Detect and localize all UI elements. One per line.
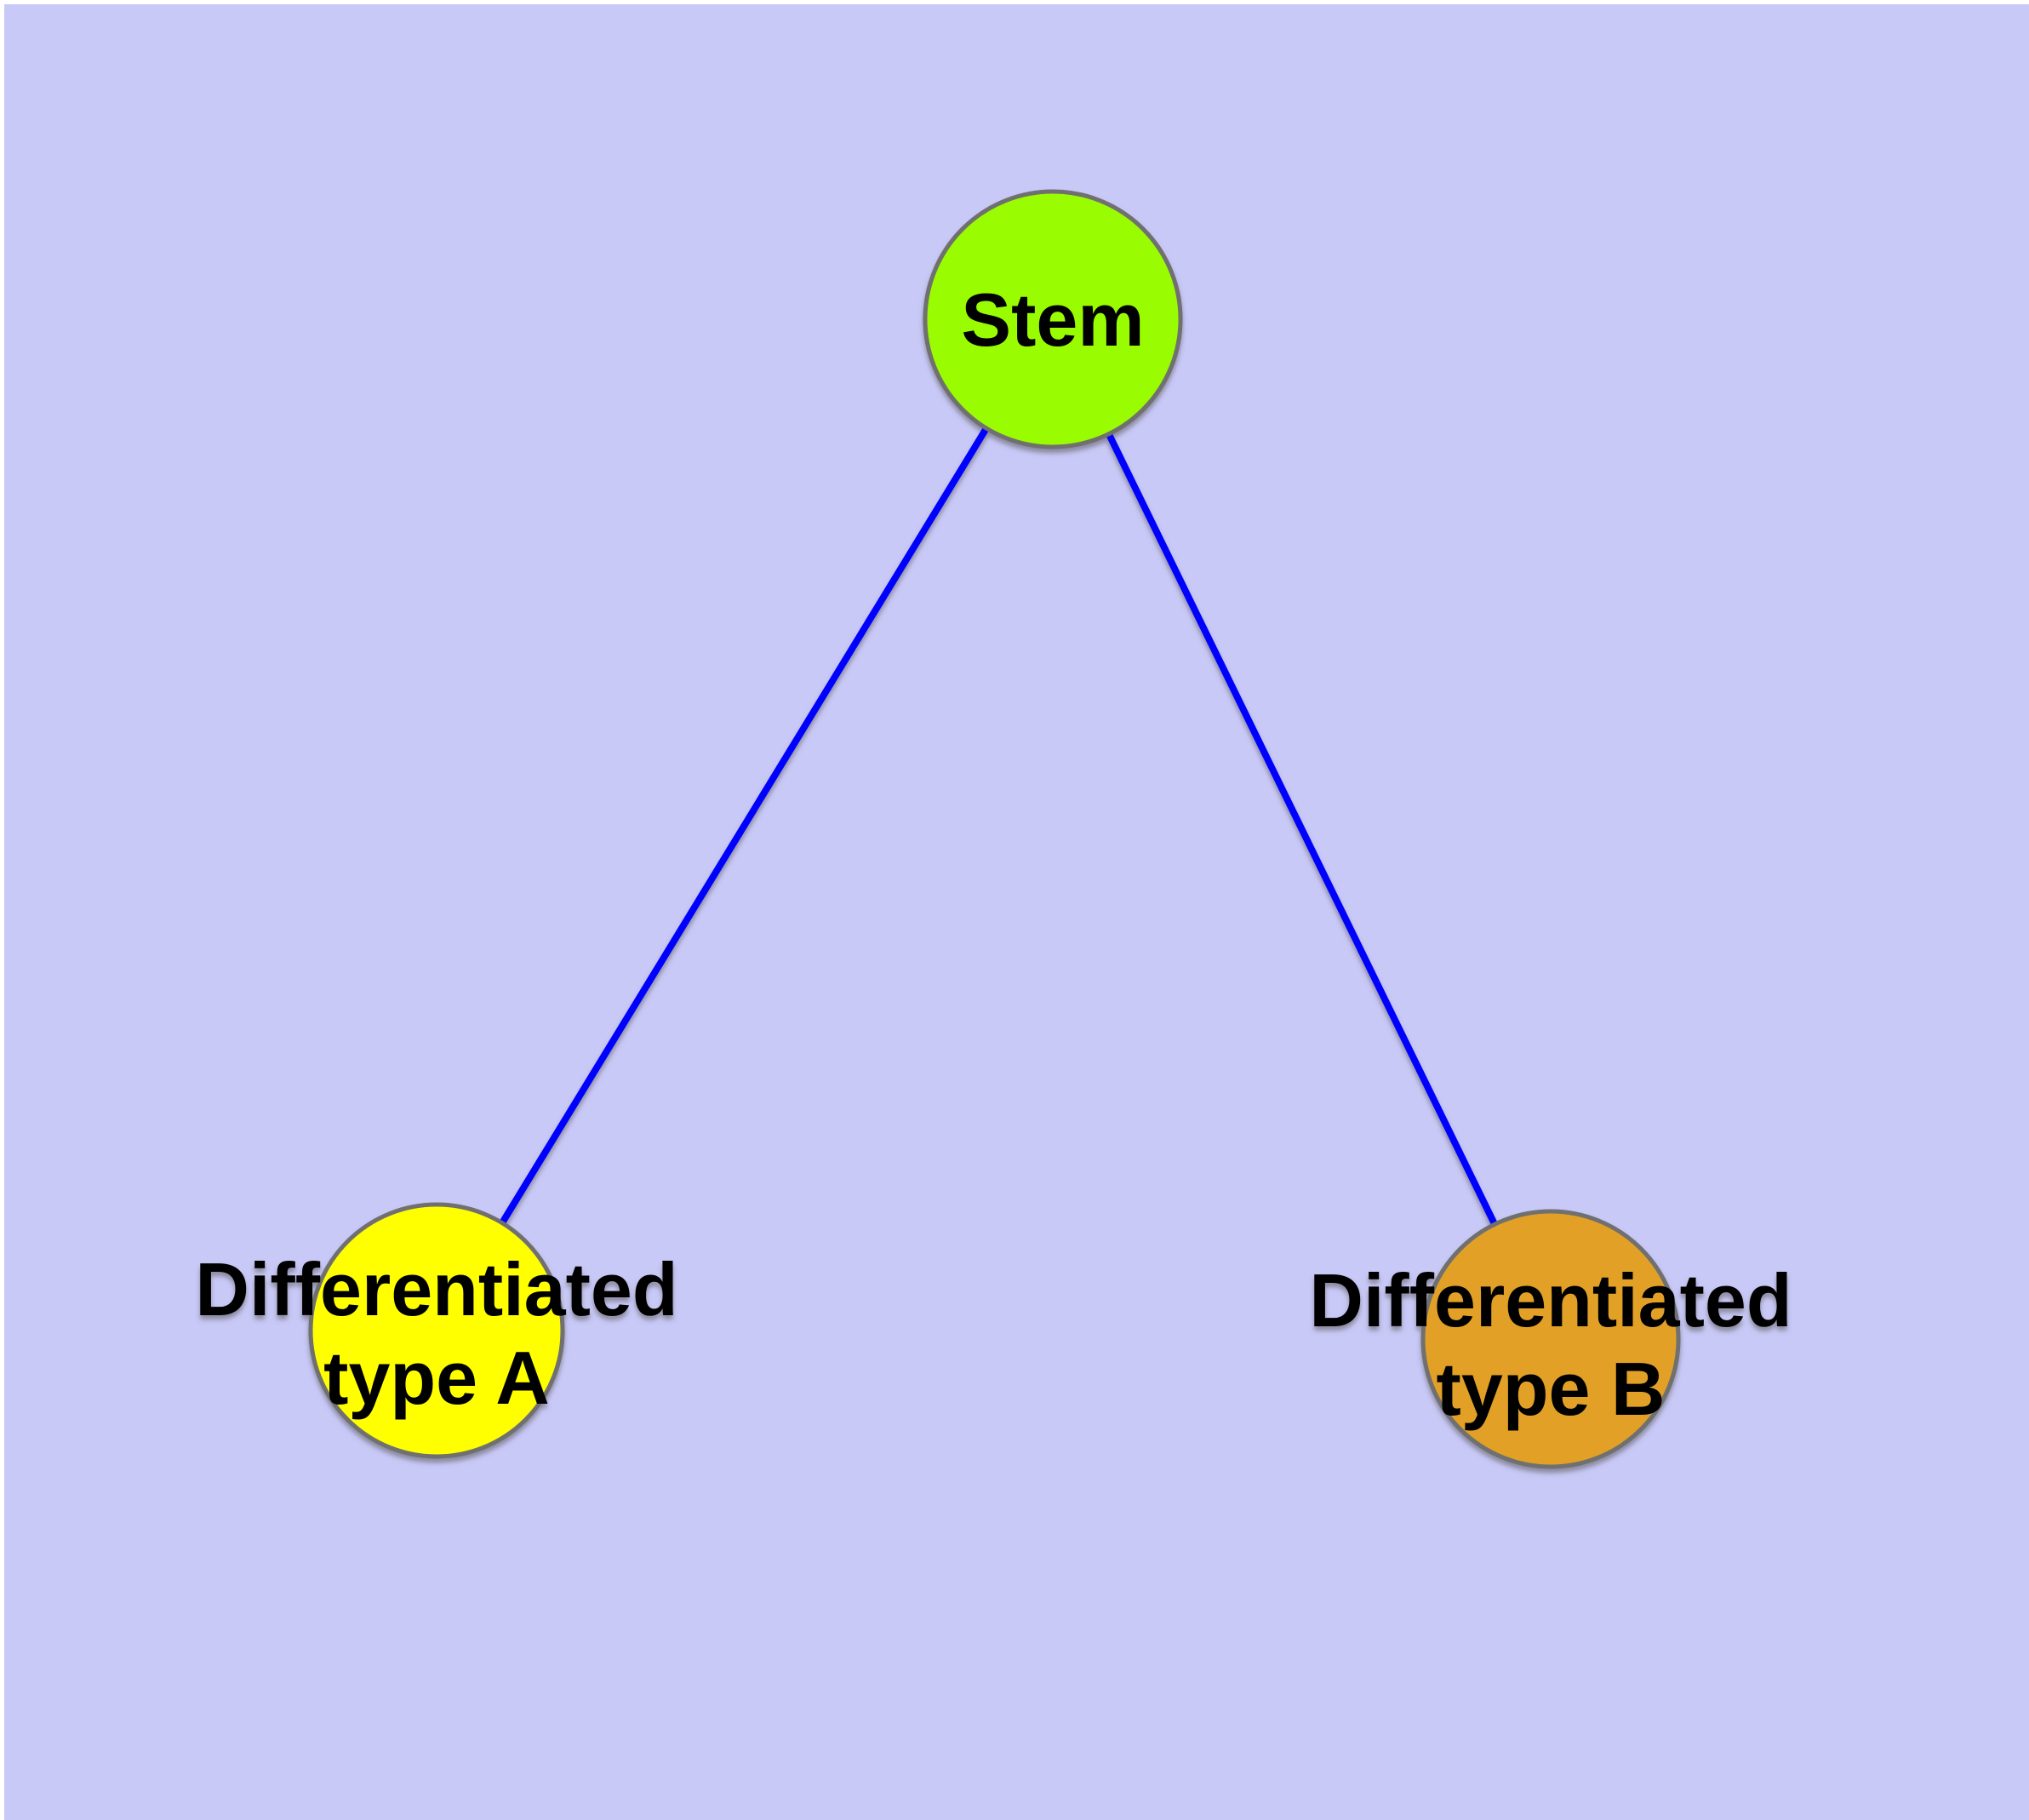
node-type-a-label-line2: type A xyxy=(323,1336,550,1420)
edge-stem-to-type-a xyxy=(433,317,1056,1333)
node-type-b-label-line1: Differentiated xyxy=(1309,1258,1792,1342)
node-type-b-label-line2: type B xyxy=(1437,1347,1666,1431)
node-differentiated-type-b xyxy=(1420,1209,1681,1469)
node-stem-label: Stem xyxy=(961,278,1144,362)
edge-stem-to-type-b xyxy=(1049,318,1554,1341)
node-differentiated-type-a xyxy=(308,1202,565,1459)
node-stem xyxy=(923,189,1183,449)
node-type-a-label-line1: Differentiated xyxy=(195,1247,677,1331)
